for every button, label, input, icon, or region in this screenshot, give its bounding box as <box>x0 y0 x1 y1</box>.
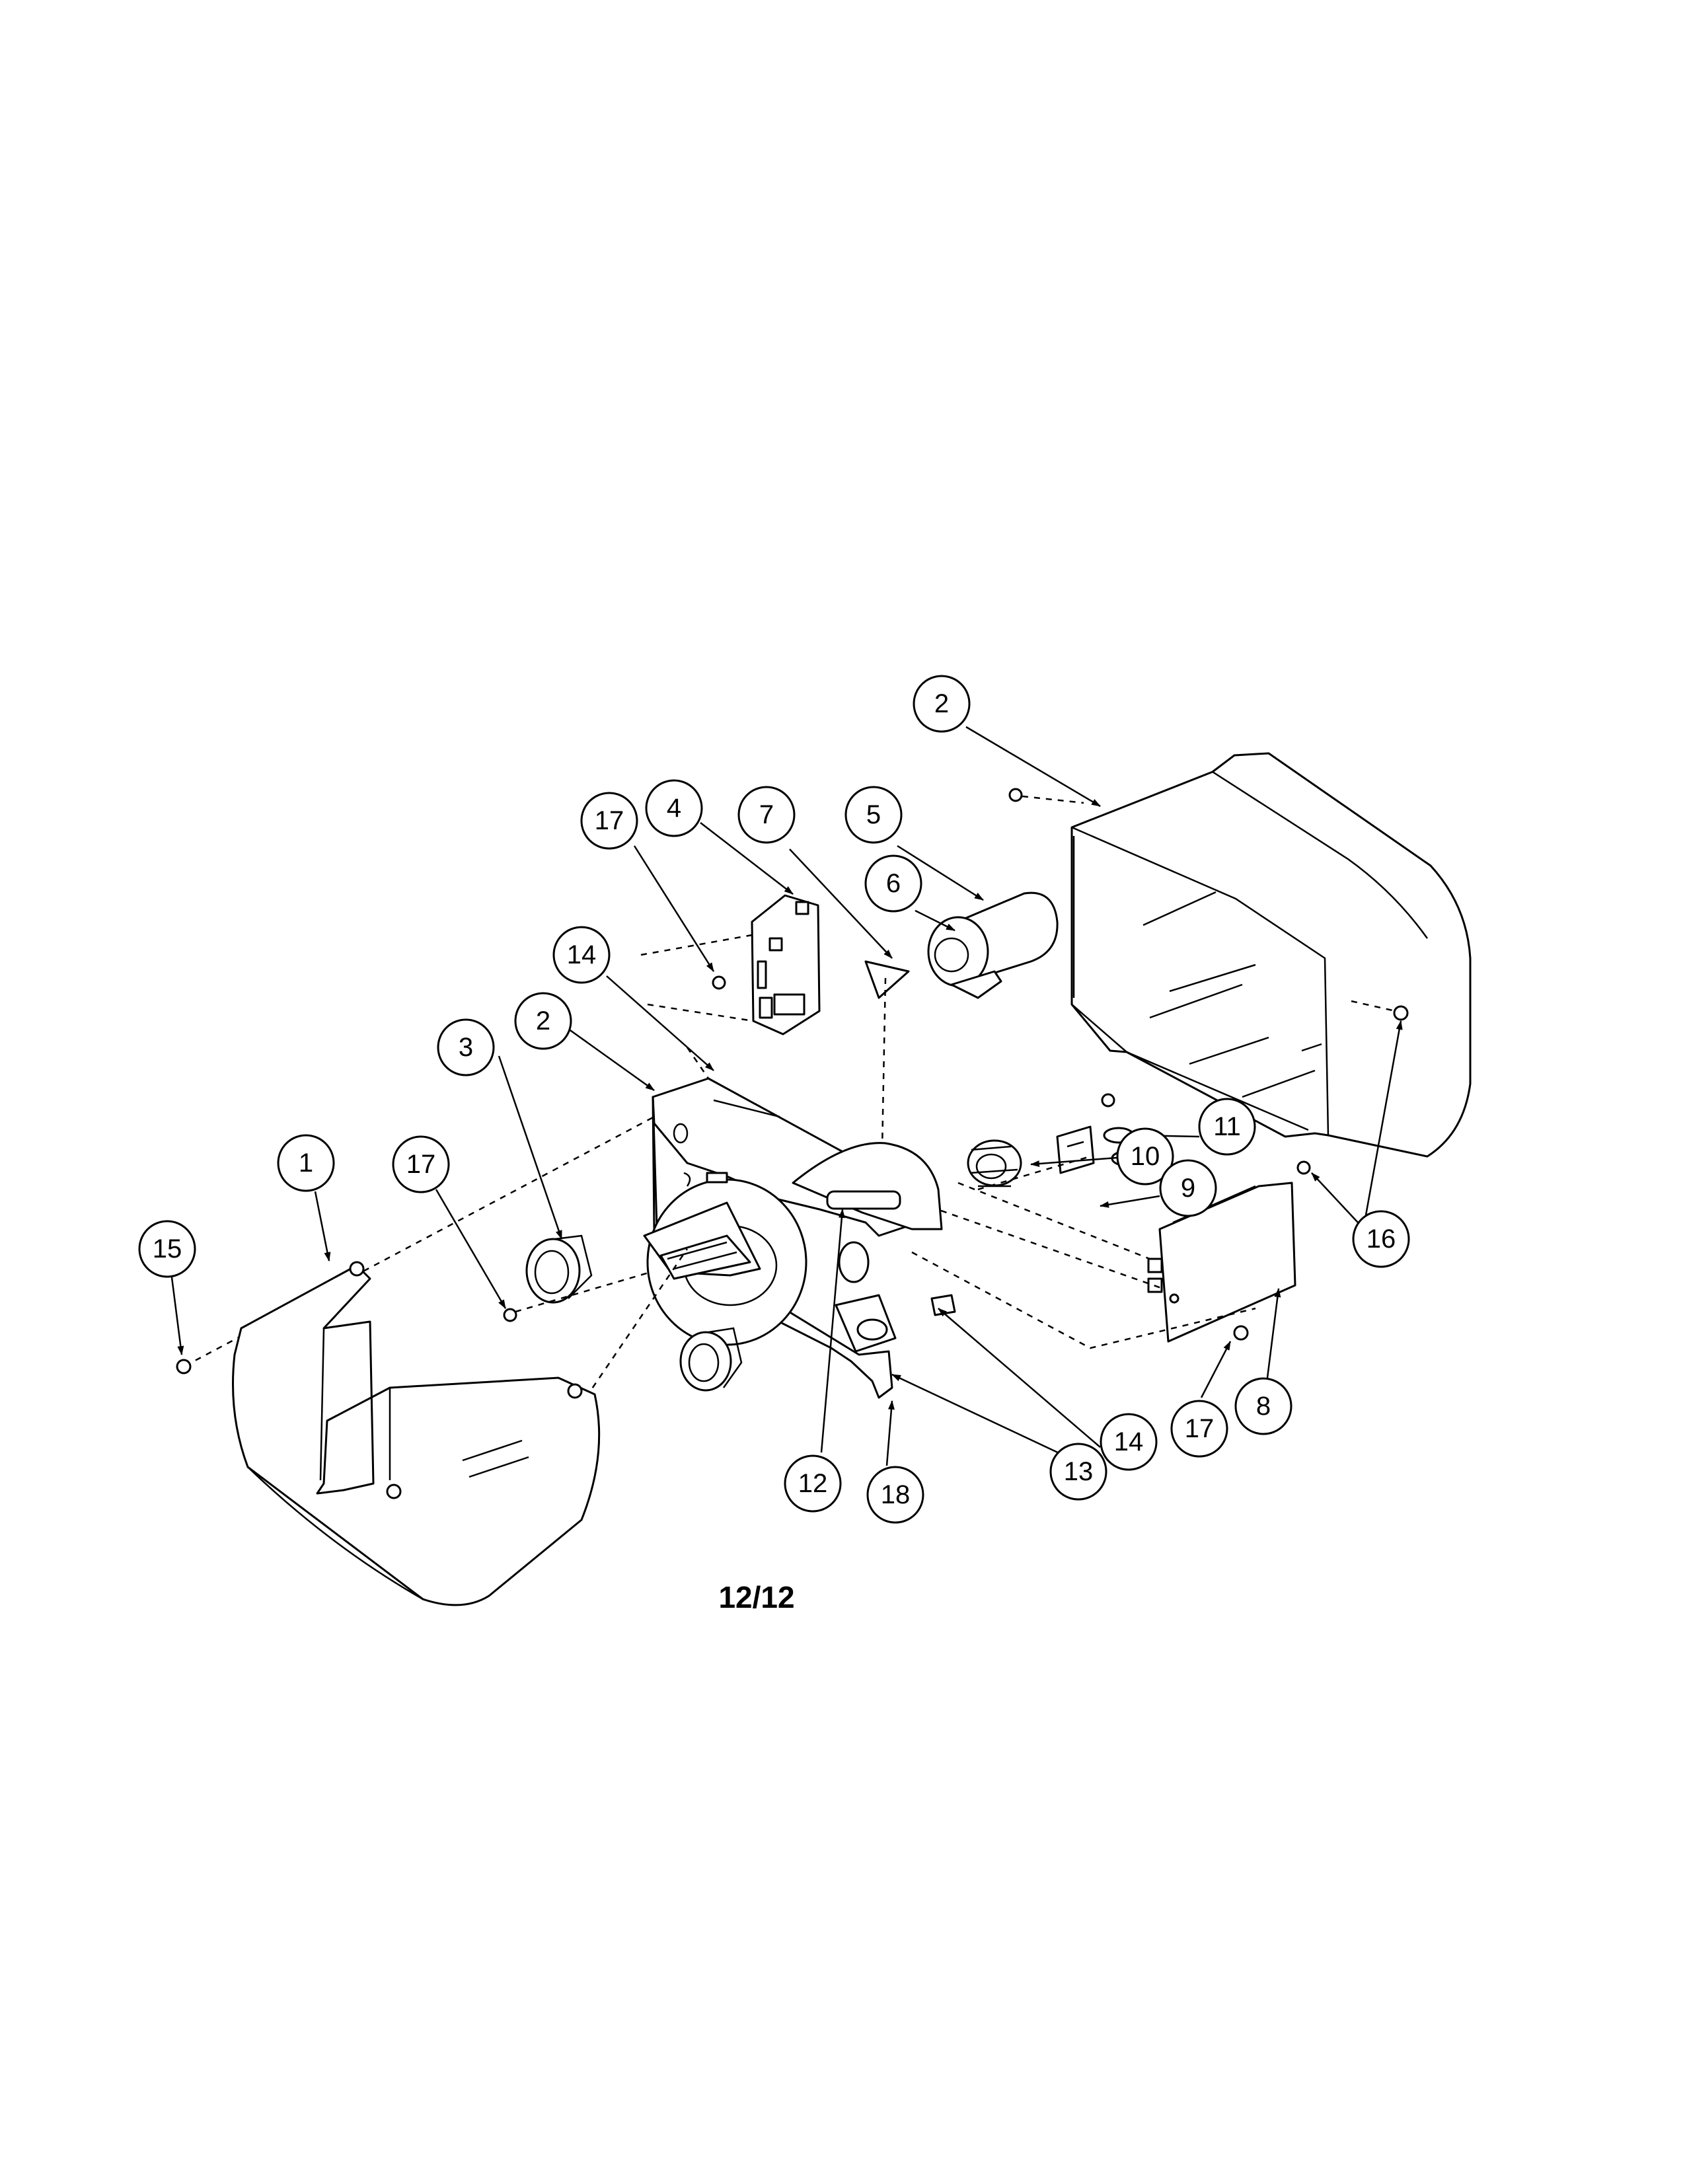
callout-label: 17 <box>595 806 624 835</box>
ac-socket-part <box>835 1294 897 1353</box>
callout-3: 3 <box>437 1018 495 1076</box>
callout-label: 17 <box>406 1150 436 1179</box>
callout-2-top: 2 <box>913 675 971 733</box>
callout-label: 12 <box>798 1469 828 1498</box>
callout-label: 14 <box>567 940 597 969</box>
screw-17-top <box>712 975 726 990</box>
callout-label: 16 <box>1367 1224 1396 1254</box>
callout-17-bottom: 17 <box>1170 1400 1228 1458</box>
callout-label: 4 <box>667 794 681 823</box>
chassis-bracket-14 <box>930 1294 956 1316</box>
drive-gear-part <box>967 1139 1022 1187</box>
light-cover-part <box>232 1261 601 1606</box>
screw-17-bottom <box>1233 1325 1249 1341</box>
callout-label: 15 <box>153 1234 182 1263</box>
callout-1: 1 <box>277 1134 335 1192</box>
callout-7: 7 <box>737 786 796 844</box>
callout-17-top: 17 <box>580 792 638 850</box>
callout-label: 2 <box>536 1006 550 1036</box>
callout-18: 18 <box>866 1466 924 1524</box>
leader-lines <box>170 726 1403 1466</box>
callout-11: 11 <box>1198 1098 1256 1156</box>
callout-label: 5 <box>866 800 881 829</box>
receiver-board-part <box>1147 1182 1296 1343</box>
callout-label: 2 <box>934 689 949 718</box>
callout-label: 17 <box>1185 1414 1215 1443</box>
callout-label: 18 <box>881 1480 911 1509</box>
callout-15: 15 <box>138 1220 196 1278</box>
callout-label: 11 <box>1213 1112 1241 1141</box>
callout-9: 9 <box>1159 1159 1217 1217</box>
limit-switch-part <box>1056 1125 1095 1174</box>
logic-board-part <box>751 894 821 1036</box>
callout-13: 13 <box>1049 1443 1107 1501</box>
callout-14-bottom: 14 <box>1100 1413 1158 1471</box>
callout-label: 3 <box>459 1033 473 1062</box>
callout-label: 9 <box>1181 1174 1195 1203</box>
callout-2-middle: 2 <box>514 992 572 1050</box>
callout-label: 8 <box>1256 1392 1271 1421</box>
callout-label: 1 <box>299 1148 313 1178</box>
screw-17-left <box>503 1308 517 1322</box>
callout-label: 14 <box>1114 1427 1144 1456</box>
callout-10: 10 <box>1116 1127 1174 1186</box>
page-number: 12/12 <box>718 1580 795 1614</box>
callout-5: 5 <box>844 786 903 844</box>
callout-6: 6 <box>864 854 922 913</box>
terminal-block-part <box>826 1190 901 1210</box>
callout-12: 12 <box>784 1454 842 1513</box>
light-socket-part <box>525 1234 593 1304</box>
rear-cover-screws <box>1008 788 1409 1175</box>
callout-17-left: 17 <box>392 1135 450 1193</box>
callout-14-top: 14 <box>552 926 611 984</box>
callout-8: 8 <box>1234 1377 1292 1435</box>
callout-label: 6 <box>886 869 901 898</box>
callout-label: 13 <box>1064 1457 1094 1486</box>
screw-15 <box>176 1359 192 1374</box>
bracket-part <box>864 960 910 999</box>
capacitor-part <box>927 891 1059 999</box>
callout-label: 7 <box>759 800 774 829</box>
callout-label: 10 <box>1131 1142 1160 1171</box>
callout-16: 16 <box>1352 1210 1410 1268</box>
rear-cover-part <box>1070 752 1472 1158</box>
second-light-socket-part <box>679 1327 743 1392</box>
cover-screw <box>386 1484 402 1499</box>
callout-4: 4 <box>645 779 703 837</box>
